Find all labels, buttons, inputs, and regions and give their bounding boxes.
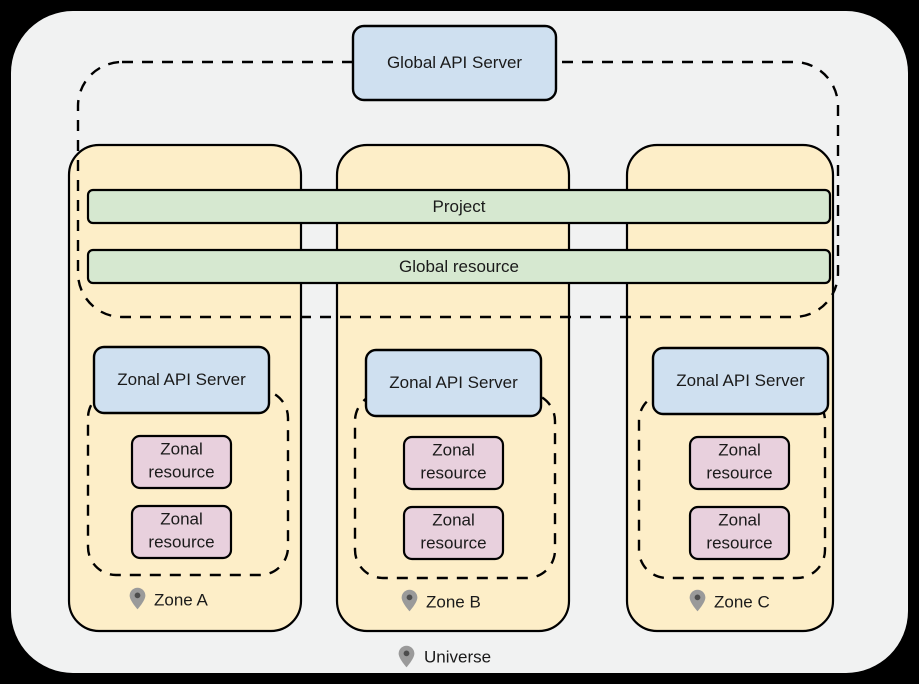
zone-b-resource-2-line2: resource: [420, 533, 486, 552]
global-resource-bar-shape: [86, 248, 832, 285]
zone-b-resource-2-shape: [402, 505, 505, 561]
global-api-server[interactable]: Global API Server: [351, 24, 558, 102]
zone-a-resource-1-line2: resource: [148, 462, 214, 481]
zone-b-resource-2-line1: Zonal: [432, 510, 475, 529]
zone-b-resource-1-line2: resource: [420, 463, 486, 482]
zone-b-resource-1[interactable]: Zonal resource: [402, 435, 505, 491]
zone-a: Zonal API Server Zonal resource Zonal re…: [86, 345, 290, 609]
zone-a-resource-2-line1: Zonal: [160, 509, 203, 528]
zone-a-resource-2-line2: resource: [148, 532, 214, 551]
global-scope-boundary: [76, 60, 840, 319]
zone-c-resource-2-line2: resource: [706, 533, 772, 552]
zone-b: Zonal API Server Zonal resource Zonal re…: [353, 348, 557, 611]
zone-b-api-server-label: Zonal API Server: [389, 373, 518, 392]
zone-c-api-server-label: Zonal API Server: [676, 371, 805, 390]
zone-c-resource-2-shape: [688, 505, 791, 561]
zone-c-api-server-shape: [651, 346, 830, 416]
zone-c-resource-2-line1: Zonal: [718, 510, 761, 529]
zone-c: Zonal API Server Zonal resource Zonal re…: [637, 346, 830, 611]
zone-b-resource-1-shape: [402, 435, 505, 491]
zone-a-resource-1-shape: [130, 434, 233, 490]
project-bar[interactable]: Project: [86, 188, 832, 225]
zone-b-resource-1-line1: Zonal: [432, 440, 475, 459]
project-bar-shape: [86, 188, 832, 225]
zone-a-resource-1-line1: Zonal: [160, 439, 203, 458]
zone-a-resource-2[interactable]: Zonal resource: [130, 504, 233, 560]
global-resource-bars: Project Global resource: [86, 188, 832, 285]
global-api-server-shape: [351, 24, 558, 102]
zone-b-label: Zone B: [426, 592, 481, 611]
zone-a-api-server[interactable]: Zonal API Server: [92, 345, 271, 415]
zone-a-api-server-label: Zonal API Server: [117, 370, 246, 389]
zone-c-resource-1-line1: Zonal: [718, 440, 761, 459]
zone-a-label: Zone A: [154, 590, 209, 609]
zone-a-api-server-shape: [92, 345, 271, 415]
zone-b-resource-2[interactable]: Zonal resource: [402, 505, 505, 561]
zone-c-resource-1[interactable]: Zonal resource: [688, 435, 791, 491]
zone-c-label: Zone C: [714, 592, 770, 611]
zone-c-api-server[interactable]: Zonal API Server: [651, 346, 830, 416]
project-bar-label: Project: [433, 197, 486, 216]
zone-b-api-server[interactable]: Zonal API Server: [364, 348, 543, 418]
universe-legend: Universe: [398, 645, 491, 668]
zone-a-resource-2-shape: [130, 504, 233, 560]
zone-c-resource-2[interactable]: Zonal resource: [688, 505, 791, 561]
global-api-server-label: Global API Server: [387, 53, 522, 72]
universe-label: Universe: [424, 647, 491, 666]
global-resource-bar-label: Global resource: [399, 257, 519, 276]
zone-c-resource-1-line2: resource: [706, 463, 772, 482]
zone-a-resource-1[interactable]: Zonal resource: [130, 434, 233, 490]
global-resource-bar[interactable]: Global resource: [86, 248, 832, 285]
zone-c-resource-1-shape: [688, 435, 791, 491]
zone-b-api-server-shape: [364, 348, 543, 418]
